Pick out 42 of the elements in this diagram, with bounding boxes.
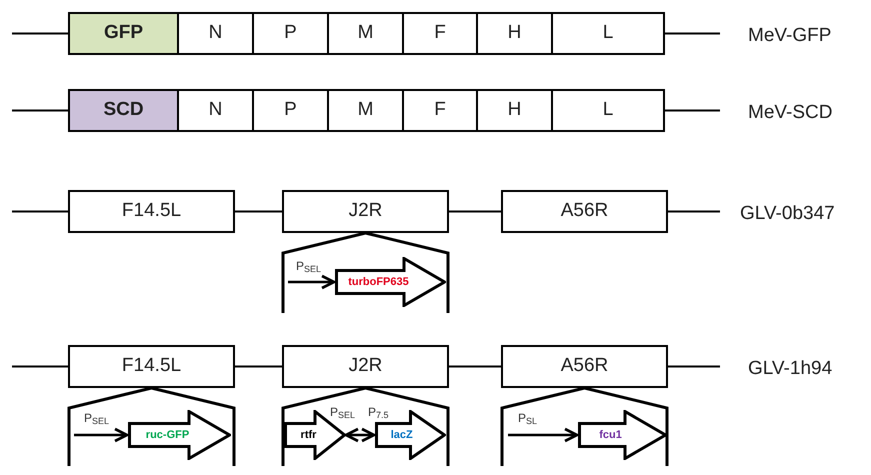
gene-segment: F14.5L <box>68 190 235 233</box>
gene-segment: H <box>476 89 553 132</box>
gene-segment: GFP <box>68 12 179 55</box>
gene-name: turboFP635 <box>347 274 410 290</box>
gene-name: fcu1 <box>598 428 623 443</box>
gene-segment: H <box>476 12 553 55</box>
promoter-label: P$_{SEL}$ <box>84 410 110 427</box>
gene-block <box>128 410 231 460</box>
gene-segment: SCD <box>68 89 179 132</box>
gene-segment: F14.5L <box>68 345 235 388</box>
promoter-label: P$_{7.5}$ <box>368 404 389 421</box>
gene-name: lacZ <box>390 428 414 443</box>
promoter-label: P$_{SEL}$ <box>330 404 356 421</box>
promoter-label: P$_{SEL}$ <box>296 258 322 275</box>
gene-segment: L <box>551 12 665 55</box>
promoter-arrow <box>508 428 578 442</box>
gene-segment: J2R <box>282 190 449 233</box>
gene-block <box>375 410 446 460</box>
gene-segment: M <box>327 12 404 55</box>
gene-block <box>578 410 667 460</box>
gene-name: rtfr <box>300 428 318 443</box>
gene-block <box>335 257 446 307</box>
gene-name: ruc-GFP <box>144 428 190 443</box>
gene-segment: M <box>327 89 404 132</box>
gene-segment: P <box>252 12 329 55</box>
construct-name: GLV-0b347 <box>740 202 835 226</box>
gene-segment: F <box>402 89 478 132</box>
construct-name: MeV-GFP <box>748 24 832 48</box>
gene-segment: N <box>177 89 254 132</box>
gene-segment: N <box>177 12 254 55</box>
gene-segment: A56R <box>501 190 668 233</box>
gene-segment: P <box>252 89 329 132</box>
gene-segment: F <box>402 12 478 55</box>
construct-name: GLV-1h94 <box>748 357 832 381</box>
gene-segment: L <box>551 89 665 132</box>
gene-segment: J2R <box>282 345 449 388</box>
promoter-label: P$_{SL}$ <box>518 410 538 427</box>
promoter-arrow <box>288 274 336 290</box>
double-arrow <box>344 428 376 442</box>
gene-segment: A56R <box>501 345 668 388</box>
promoter-arrow <box>74 428 128 442</box>
construct-name: MeV-SCD <box>748 101 832 125</box>
